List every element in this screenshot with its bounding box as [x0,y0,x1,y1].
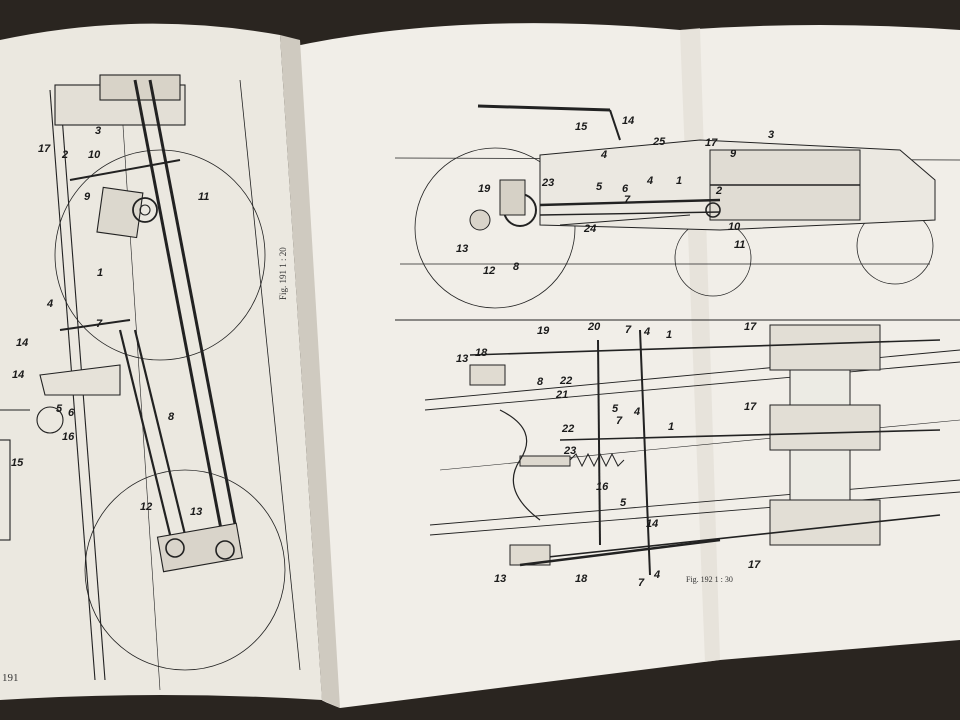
book-gutter [280,35,340,708]
label: 1 [97,267,103,279]
label: 4 [600,149,607,161]
label: 6 [68,407,75,419]
fig-192-side-labels: 15 14 25 4 17 9 3 23 5 6 4 1 2 19 7 10 2… [456,115,774,277]
label: 25 [652,136,666,148]
label: 23 [563,445,576,457]
label: 4 [46,298,53,310]
label: 14 [16,337,28,349]
figure-191-caption: Fig. 191 1 : 20 [278,247,288,300]
label: 7 [96,318,103,330]
label: 7 [638,577,645,589]
label: 11 [198,191,209,203]
label: 15 [11,457,24,469]
label: 24 [583,223,596,235]
label: 5 [56,403,63,415]
label: 14 [622,115,634,127]
label: 7 [616,415,623,427]
label: 18 [575,573,588,585]
label: 4 [653,569,660,581]
label: 12 [140,501,152,513]
label: 19 [537,325,550,337]
label: 14 [646,518,658,530]
label: 8 [168,411,175,423]
fig-192-plan-labels: 19 20 7 4 1 17 13 18 8 22 21 5 7 4 1 17 … [456,321,761,589]
label: 23 [541,177,554,189]
left-wheel-upper [54,149,266,361]
label: 1 [666,329,672,341]
label: 12 [483,265,495,277]
label: 6 [622,183,629,195]
label: 22 [559,375,572,387]
left-page [0,23,322,701]
label: 17 [744,321,757,333]
label: 17 [38,143,51,155]
label: 5 [596,181,603,193]
label: 16 [62,431,75,443]
figure-192-caption: Fig. 192 1 : 30 [686,575,733,584]
label: 1 [668,421,674,433]
label: 3 [768,129,774,141]
label: 3 [95,125,101,137]
label: 18 [475,347,488,359]
label: 13 [190,506,202,518]
label: 4 [646,175,653,187]
label: 2 [715,185,722,197]
label: 17 [705,137,718,149]
fig-191-drawing [0,74,301,691]
side-wheel-left [414,147,576,309]
label: 8 [513,261,520,273]
label: 15 [575,121,588,133]
fig-192-side-view [394,104,960,321]
label: 13 [456,243,468,255]
label: 20 [587,321,601,333]
label: 9 [84,191,91,203]
label: 2 [61,149,68,161]
label: 10 [88,149,101,161]
label: 4 [643,326,650,338]
fig-192-plan-view [424,324,960,576]
label: 17 [744,401,757,413]
label: 11 [734,239,745,251]
label: 19 [478,183,491,195]
label: 13 [456,353,468,365]
label: 16 [596,481,609,493]
label: 9 [730,148,737,160]
label: 7 [624,194,631,206]
label: 7 [625,324,632,336]
label: 13 [494,573,506,585]
label: 17 [748,559,761,571]
label: 5 [620,497,627,509]
label: 14 [12,369,24,381]
left-wheel-lower [84,469,286,671]
page-number: 191 [2,672,19,684]
label: 22 [561,423,574,435]
label: 8 [537,376,544,388]
label: 4 [633,406,640,418]
label: 21 [555,389,568,401]
label: 10 [728,221,741,233]
fig-191-labels: 17 2 10 3 9 11 1 4 14 7 14 5 6 16 15 8 1… [11,125,209,518]
label: 5 [612,403,619,415]
label: 1 [676,175,682,187]
